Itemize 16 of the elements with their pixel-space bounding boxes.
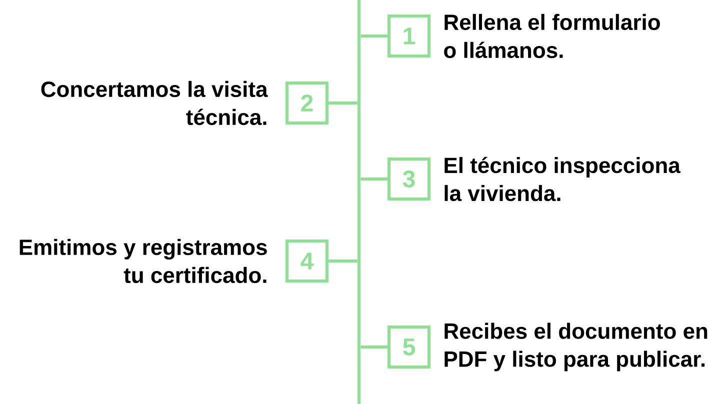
number-box: 1 — [388, 14, 430, 58]
connector-line — [360, 346, 388, 348]
step-description: El técnico inspecciona la vivienda. — [444, 156, 681, 202]
step-description: Emitimos y registramos tu certificado. — [20, 238, 267, 284]
number-box: 3 — [388, 158, 430, 200]
number-box: 2 — [286, 82, 328, 124]
step-description: Rellena el formulario o llámanos. — [444, 14, 660, 58]
number-box: 5 — [388, 326, 430, 368]
step-description: Recibes el documento en PDF y listo para publicar. — [444, 322, 708, 372]
timeline-line — [358, 0, 360, 404]
connector-line — [328, 260, 358, 262]
connector-line — [360, 178, 388, 180]
connector-line — [328, 102, 358, 104]
connector-line — [360, 34, 388, 38]
step-description: Concertamos la visita técnica. — [41, 80, 268, 126]
number-box: 4 — [286, 240, 328, 282]
